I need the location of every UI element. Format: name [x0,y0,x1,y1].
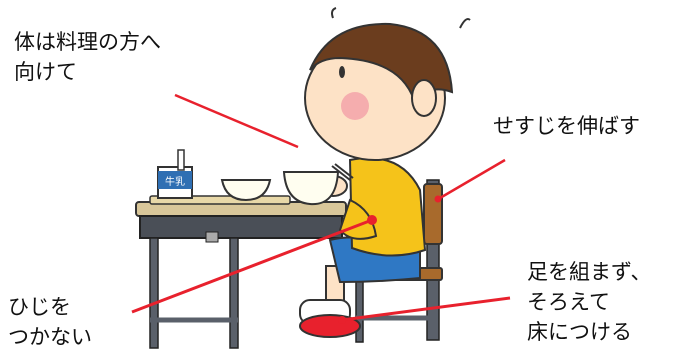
bowl [220,179,272,202]
elbow-pointer-line [131,218,373,314]
posture-elbow-line2: つかない [8,325,92,349]
annotation-lines [131,93,511,324]
back-pointer-line [439,158,506,200]
posture-body-line2: 向けて [14,60,77,84]
feet-pointer-line [341,296,511,322]
posture-elbow-label: ひじを つかない [8,292,92,352]
boy [282,7,471,338]
milk-carton: 牛乳 [157,149,193,199]
posture-feet-line1: 足を組まず、 [527,260,652,284]
posture-body-label: 体は料理の方へ 向けて [14,27,161,87]
hair [309,22,454,102]
posture-feet-line2: そろえて [527,290,610,314]
posture-body-line1: 体は料理の方へ [14,30,161,54]
posture-back-label: せすじを伸ばす [493,114,640,138]
body-pointer-line [174,93,299,149]
carton-label: 牛乳 [165,175,185,188]
posture-feet-line3: 床につける [527,320,632,344]
posture-feet-label: 足を組まず、 そろえて 床につける [527,257,652,347]
hand-bowl [282,171,340,206]
posture-elbow-line1: ひじを [8,295,71,319]
